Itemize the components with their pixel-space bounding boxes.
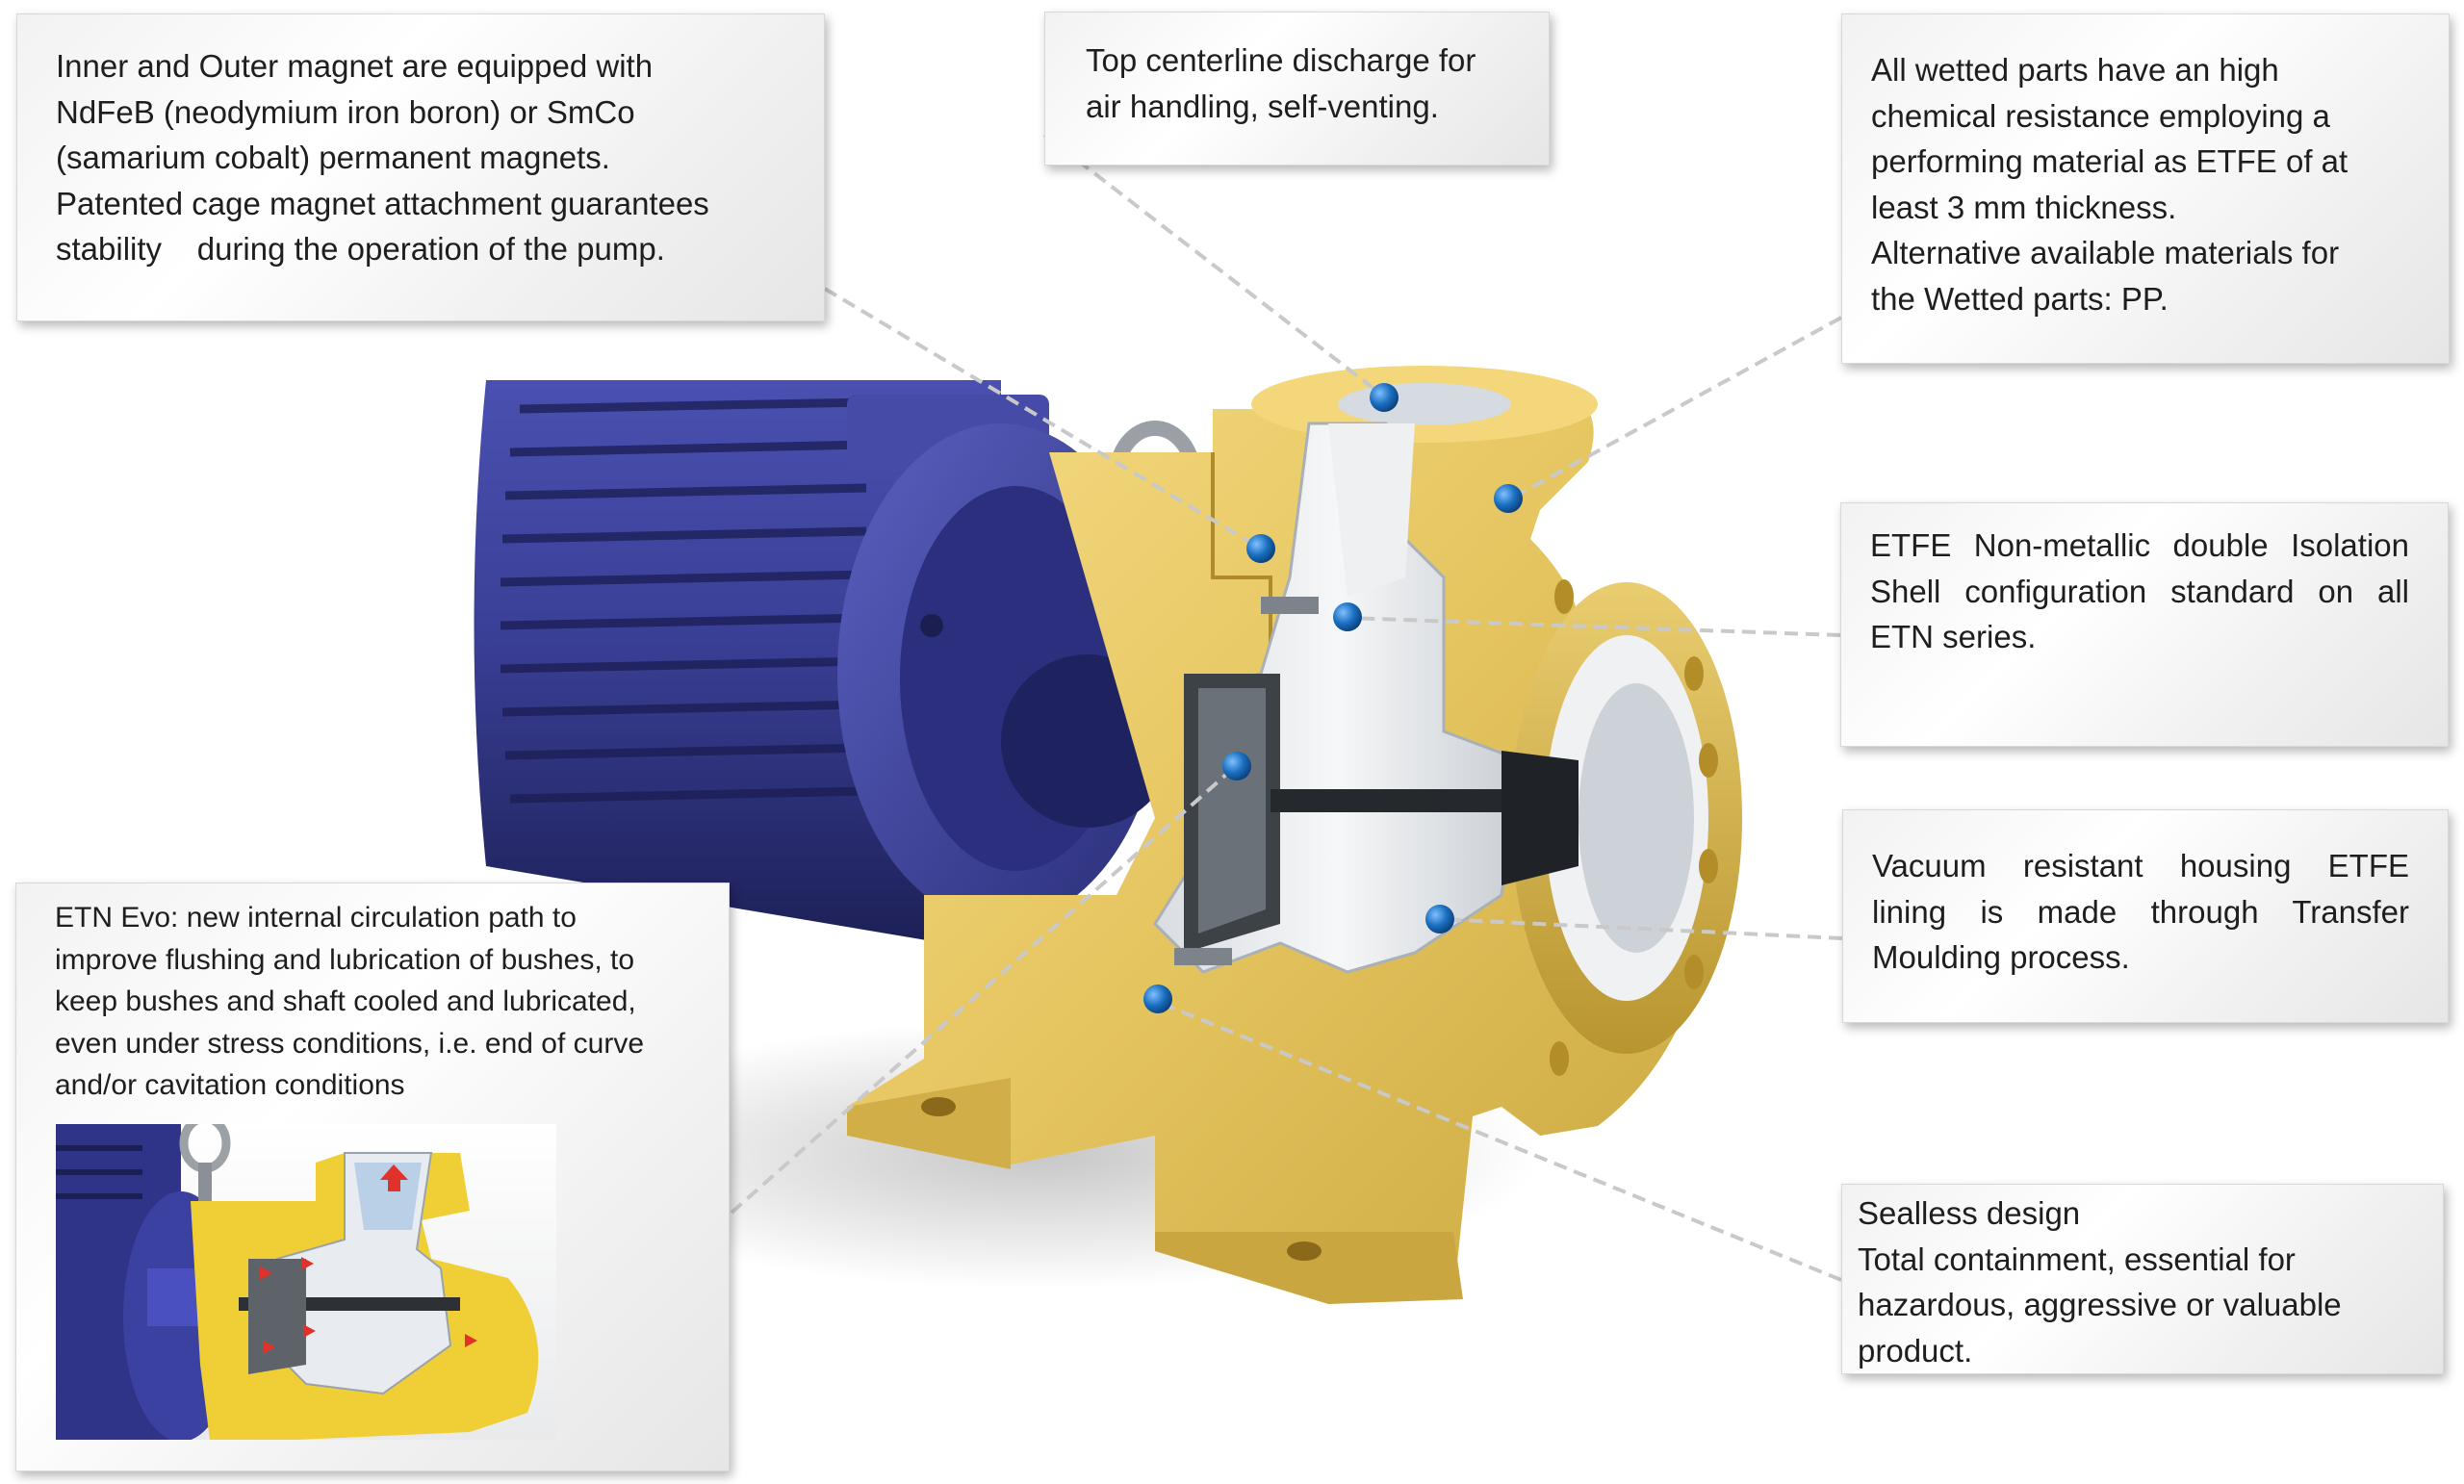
- callout-line: ETN Evo: new internal circulation path t…: [55, 902, 577, 934]
- leader-lines: [730, 133, 1843, 1282]
- callout-markers: [1143, 383, 1523, 1013]
- callout-vacuum-housing: Vacuum resistant housing ETFE lining is …: [1842, 809, 2449, 1023]
- marker-magnets: [1246, 534, 1275, 563]
- marker-etfe-shell: [1333, 602, 1362, 631]
- marker-vacuum: [1425, 905, 1454, 934]
- callout-line: keep bushes and shaft cooled and lubrica…: [55, 985, 636, 1017]
- callout-line: even under stress conditions, i.e. end o…: [55, 1027, 645, 1060]
- callout-line: Inner and Outer magnet are equipped with: [56, 48, 654, 84]
- callout-line: Alternative available materials for: [1871, 235, 2340, 270]
- callout-discharge: Top centerline discharge for air handlin…: [1044, 12, 1550, 166]
- callout-line: lining is made through Transfer: [1872, 893, 2409, 930]
- callout-line: ETN series.: [1870, 619, 2037, 654]
- marker-discharge: [1370, 383, 1399, 412]
- marker-wetted-parts: [1494, 484, 1523, 513]
- callout-line: hazardous, aggressive or valuable: [1858, 1287, 2342, 1322]
- callout-etfe-shell: ETFE Non-metallic double Isolation Shell…: [1840, 502, 2449, 747]
- callout-etn-evo: ETN Evo: new internal circulation path t…: [15, 883, 730, 1471]
- evo-circulation-thumbnail: [56, 1124, 556, 1440]
- callout-line: the Wetted parts: PP.: [1871, 280, 2169, 317]
- callout-line: performing material as ETFE of at: [1871, 143, 2348, 179]
- callout-line: air handling, self-venting.: [1086, 88, 1439, 124]
- callout-line: Total containment, essential for: [1858, 1241, 2296, 1277]
- callout-line: improve flushing and lubrication of bush…: [55, 943, 635, 976]
- etfe-liner-and-internals: [1153, 422, 1578, 974]
- callout-line: Moulding process.: [1872, 939, 2130, 975]
- callout-line: NdFeB (neodymium iron boron) or SmCo: [56, 93, 635, 130]
- callout-line: stability during the operation of the pu…: [56, 231, 665, 267]
- callout-line: chemical resistance employing a: [1871, 97, 2330, 134]
- callout-line: and/or cavitation conditions: [55, 1069, 405, 1101]
- callout-line: (samarium cobalt) permanent magnets.: [56, 140, 610, 175]
- callout-line: All wetted parts have an high: [1871, 52, 2279, 88]
- callout-sealless-design: Sealless design Total containment, essen…: [1841, 1184, 2444, 1374]
- callout-line: Shell configuration standard on all: [1870, 573, 2409, 609]
- callout-line: Patented cage magnet attachment guarante…: [56, 185, 709, 221]
- motor: [474, 380, 1174, 953]
- callout-line: least 3 mm thickness.: [1871, 189, 2177, 225]
- marker-evo: [1222, 752, 1251, 780]
- callout-line: Top centerline discharge for: [1086, 42, 1476, 78]
- callout-line: ETFE Non-metallic double Isolation: [1870, 527, 2409, 563]
- callout-line: product.: [1858, 1332, 1973, 1369]
- callout-wetted-parts: All wetted parts have an high chemical r…: [1841, 13, 2450, 364]
- callout-line: Sealless design: [1858, 1195, 2081, 1231]
- callout-magnets: Inner and Outer magnet are equipped with…: [16, 13, 825, 321]
- marker-sealless: [1143, 985, 1172, 1013]
- callout-line: Vacuum resistant housing ETFE: [1872, 848, 2409, 883]
